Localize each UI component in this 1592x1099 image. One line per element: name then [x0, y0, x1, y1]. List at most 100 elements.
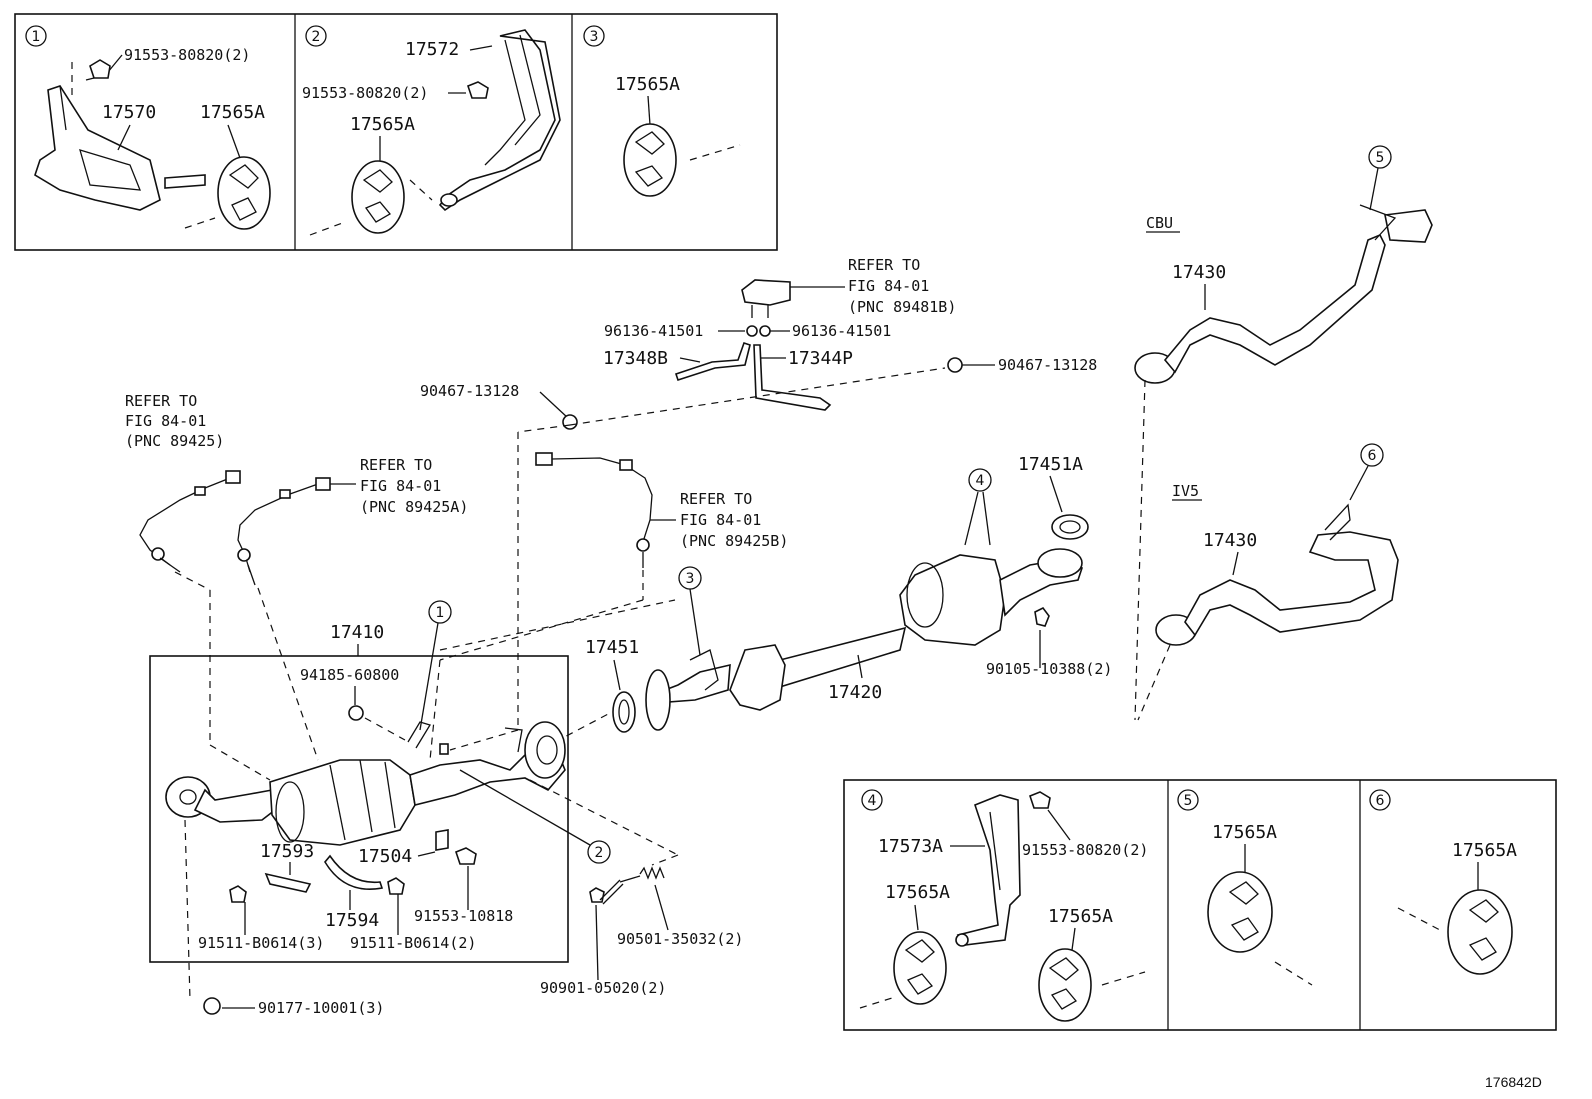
label-17410: 17410 — [330, 622, 384, 643]
refer-89425b-line1: REFER TO — [680, 490, 752, 508]
label-91553-80820-a: 91553-80820(2) — [124, 46, 250, 64]
label-17451a: 17451A — [1018, 454, 1083, 475]
bolt-icon — [1034, 606, 1050, 627]
rubber-hanger-icon — [217, 156, 271, 230]
label-17570: 17570 — [102, 102, 156, 123]
bolt-icon — [1029, 791, 1051, 809]
label-17565a-inset2: 17565A — [350, 114, 415, 135]
label-96136-right: 96136-41501 — [792, 322, 891, 340]
inset-panel-bottom: 4 91553-80820(2) 17573A 17565A 17565A — [843, 779, 1557, 1031]
muffler-17420 — [645, 548, 1084, 731]
label-17430-iv5: 17430 — [1203, 530, 1257, 551]
label-96136-left: 96136-41501 — [604, 322, 703, 340]
bracket-17504 — [435, 829, 449, 851]
label-91553-10818: 91553-10818 — [414, 907, 513, 925]
label-cbu: CBU — [1146, 214, 1173, 232]
figure-id: 176842D — [1485, 1074, 1542, 1090]
refer-89481b-line1: REFER TO — [848, 256, 920, 274]
label-17565a-inset4-b: 17565A — [1048, 906, 1113, 927]
label-91511-3: 91511-B0614(3) — [198, 934, 324, 952]
callout-5: 5 — [1376, 150, 1385, 166]
refer-89425a-line1: REFER TO — [360, 456, 432, 474]
label-90177: 90177-10001(3) — [258, 999, 384, 1017]
label-17594: 17594 — [325, 910, 379, 931]
converter-group-box — [149, 655, 569, 963]
label-17344p: 17344P — [788, 348, 853, 369]
gasket-17451 — [612, 691, 636, 733]
refer-89481b-line3: (PNC 89481B) — [848, 298, 956, 316]
bracket-17572 — [438, 29, 561, 212]
rubber-hanger-icon — [1447, 889, 1513, 975]
bracket-17593 — [264, 872, 312, 893]
callout-2-main: 2 — [595, 845, 604, 861]
hose-clip-icon — [759, 325, 771, 337]
inset-5-number: 5 — [1184, 793, 1193, 809]
vacuum-hose-17348b — [674, 341, 751, 382]
rubber-hanger-icon — [623, 123, 677, 197]
label-17565a-inset5: 17565A — [1212, 822, 1277, 843]
refer-89425a-line3: (PNC 89425A) — [360, 498, 468, 516]
label-91553-80820-b: 91553-80820(2) — [302, 84, 428, 102]
label-17565a-inset6: 17565A — [1452, 840, 1517, 861]
inset-3-number: 3 — [590, 29, 599, 45]
gasket-17451a — [1051, 514, 1089, 540]
tail-pipe-17430-cbu — [1134, 204, 1433, 384]
refer-89425b-line2: FIG 84-01 — [680, 511, 761, 529]
clamp-icon — [562, 414, 578, 430]
rubber-hanger-icon — [893, 931, 947, 1005]
inset-2-number: 2 — [312, 29, 321, 45]
label-90501: 90501-35032(2) — [617, 930, 743, 948]
label-94185: 94185-60800 — [300, 666, 399, 684]
oxygen-sensor-89425a — [237, 477, 331, 586]
rubber-hanger-icon — [1207, 871, 1273, 953]
pressure-sensor-bracket — [741, 279, 791, 318]
refer-89425a-line2: FIG 84-01 — [360, 477, 441, 495]
oxygen-sensor-89425b — [535, 452, 653, 568]
spring-90501 — [639, 866, 665, 880]
catalytic-converter-17410 — [165, 721, 566, 846]
inset-5: 5 17565A — [1177, 789, 1313, 986]
refer-89425-line1: REFER TO — [125, 392, 197, 410]
callout-3-main: 3 — [686, 571, 695, 587]
label-17451: 17451 — [585, 637, 639, 658]
inset-6-number: 6 — [1376, 793, 1385, 809]
label-17565a-inset1: 17565A — [200, 102, 265, 123]
inset-4: 4 91553-80820(2) 17573A 17565A 17565A — [859, 789, 1148, 1022]
callout-1-main: 1 — [436, 605, 445, 621]
label-91511-2: 91511-B0614(2) — [350, 934, 476, 952]
refer-89425-line3: (PNC 89425) — [125, 432, 224, 450]
oxygen-sensor-89425 — [139, 470, 241, 573]
label-90467-right: 90467-13128 — [998, 356, 1097, 374]
rubber-hanger-icon — [1038, 948, 1092, 1022]
rubber-hanger-icon — [351, 160, 405, 234]
bolt-icon — [229, 885, 247, 903]
bolt-icon — [467, 81, 489, 99]
refer-89481b-line2: FIG 84-01 — [848, 277, 929, 295]
tail-pipe-17430-iv5 — [1155, 503, 1399, 646]
callout-4-main: 4 — [976, 473, 985, 489]
label-91553-80820-c: 91553-80820(2) — [1022, 841, 1148, 859]
callout-6: 6 — [1368, 448, 1377, 464]
label-90901: 90901-05020(2) — [540, 979, 666, 997]
label-17348b: 17348B — [603, 348, 668, 369]
vacuum-hose-17344p — [753, 344, 832, 411]
label-17504: 17504 — [358, 846, 412, 867]
label-17565a-inset4-a: 17565A — [885, 882, 950, 903]
label-iv5: IV5 — [1172, 482, 1199, 500]
inset-2: 2 17572 91553-80820(2) 17565A — [302, 25, 561, 236]
label-17572: 17572 — [405, 39, 459, 60]
label-17430-cbu: 17430 — [1172, 262, 1226, 283]
label-90467-left: 90467-13128 — [420, 382, 519, 400]
label-17565a-inset3: 17565A — [615, 74, 680, 95]
hose-clip-icon — [746, 325, 758, 337]
refer-89425-line2: FIG 84-01 — [125, 412, 206, 430]
clamp-icon — [947, 357, 963, 373]
label-90105: 90105-10388(2) — [986, 660, 1112, 678]
refer-89425b-line3: (PNC 89425B) — [680, 532, 788, 550]
inset-3: 3 17565A — [583, 25, 741, 197]
bracket-17594 — [324, 854, 384, 890]
nut-icon — [203, 997, 221, 1015]
bolt-icon — [455, 847, 477, 865]
label-17573a: 17573A — [878, 836, 943, 857]
